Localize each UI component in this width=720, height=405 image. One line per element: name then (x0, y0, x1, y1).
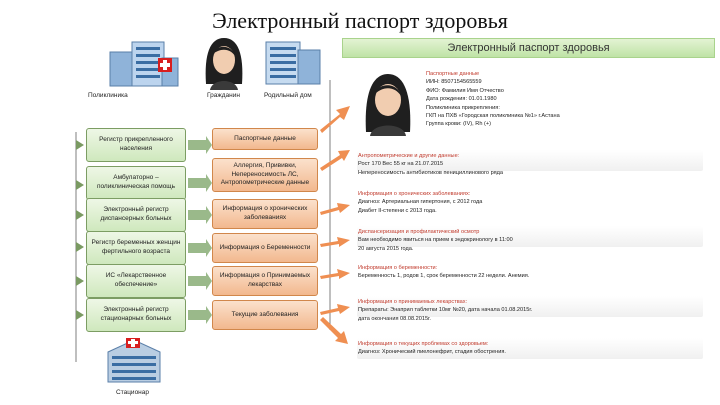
section-line: дата окончания 08.08.2015г. (358, 315, 431, 322)
section-line: Препараты: Энаприл таблетки 10мг №20, да… (358, 307, 533, 314)
section-line: Вам необходимо явиться на прием к эндокр… (358, 237, 513, 244)
section-heading: Информация о беременности: (358, 265, 438, 271)
info-panel-bg (357, 150, 703, 171)
passport-banner: Электронный паспорт здоровья (342, 38, 715, 58)
info-section-anthropometry: Антропометрические и другие данные: Рост… (358, 152, 503, 177)
page-title: Электронный паспорт здоровья (212, 8, 508, 33)
section-heading: Диспансеризация и профилактический осмот… (358, 229, 480, 235)
info-section-current-problems: Информация о текущих проблемах со здоров… (358, 340, 506, 357)
left-arrows (76, 140, 84, 320)
info-panel-bg (357, 338, 703, 359)
section-line: Диабет II-степени с 2013 года. (358, 207, 437, 214)
section-heading: Информация о принимаемых лекарствах: (358, 299, 468, 305)
info-panel-bg (357, 296, 703, 317)
middle-box-pregnancy: Информация о Беременности (212, 233, 318, 263)
passport-line: Дата рождения: 01.01.1980 (426, 96, 497, 103)
passport-line: ГКП на ПХВ «Городская поликлиника №1» г.… (426, 112, 560, 119)
middle-arrows (188, 136, 212, 324)
section-line: Рост 170 Вес 55 кг на 21.07.2015 (358, 161, 444, 168)
section-heading: Антропометрические и другие данные: (358, 153, 460, 159)
hospital-building-icon (104, 332, 164, 391)
section-heading: Информация о хронических заболеваниях: (358, 191, 471, 197)
passport-line: Поликлиника прикрепления: (426, 104, 500, 111)
middle-box-medications: Информация о Принимаемых лекарствах (212, 266, 318, 296)
section-line: Диагноз: Артериальная гипертония, с 2012… (358, 199, 483, 206)
left-box-outpatient-care: Амбулаторно – поликлиническая помощь (86, 166, 186, 200)
hospital-label: Стационар (116, 389, 150, 396)
maternity-building-icon (262, 36, 322, 91)
left-box-pregnancy-register: Регистр беременных женщин фертильного во… (86, 231, 186, 265)
info-section-chronic: Информация о хронических заболеваниях: Д… (358, 190, 482, 215)
section-line: Диагноз: Хронический пиелонефрит, стадия… (358, 349, 506, 356)
passport-line: ФИО: Фамилия Имя Отчество (426, 87, 504, 94)
info-section-medications: Информация о принимаемых лекарствах: Пре… (358, 298, 532, 323)
left-box-inpatient-register: Электронный регистр стационарных больных (86, 298, 186, 332)
left-box-dispensary-register: Электронный регистр диспансерных больных (86, 198, 186, 232)
middle-box-chronic: Информация о хронических заболеваниях (212, 199, 318, 229)
left-box-population-register: Регистр прикрепленного населения (86, 128, 186, 162)
right-arrows (320, 106, 350, 344)
middle-box-passport-data: Паспортные данные (212, 128, 318, 150)
middle-box-allergy: Аллергия, Прививки, Непереносимость ЛС, … (212, 158, 318, 192)
clinic-building-icon (108, 38, 180, 93)
section-line: Беременность 1, родов 1, срок беременнос… (358, 273, 530, 280)
left-box-drug-supply: ИС «Лекарственное обеспечение» (86, 264, 186, 298)
patient-photo-icon (360, 70, 416, 141)
passport-line: ИИН: 8507154565559 (426, 79, 482, 86)
passport-data-block: Паспортные данные ИИН: 8507154565559 ФИО… (426, 70, 560, 129)
info-section-pregnancy: Информация о беременности: Беременность … (358, 264, 529, 281)
section-line: 20 августа 2015 года. (358, 245, 414, 252)
clinic-label: Поликлиника (88, 92, 128, 99)
section-heading: Информация о текущих проблемах со здоров… (358, 341, 489, 347)
maternity-label: Родильный дом (264, 92, 312, 99)
citizen-label: Гражданин (207, 92, 240, 99)
passport-heading: Паспортные данные (426, 71, 480, 77)
section-line: Непереносимость антибиотиков пенициллино… (358, 169, 504, 176)
middle-box-current-diseases: Текущие заболевания (212, 300, 318, 330)
citizen-woman-icon (200, 34, 248, 95)
info-panel-bg (357, 226, 703, 247)
passport-line: Группа крови: (IV), Rh (+) (426, 121, 491, 128)
info-section-checkup: Диспансеризация и профилактический осмот… (358, 228, 513, 253)
